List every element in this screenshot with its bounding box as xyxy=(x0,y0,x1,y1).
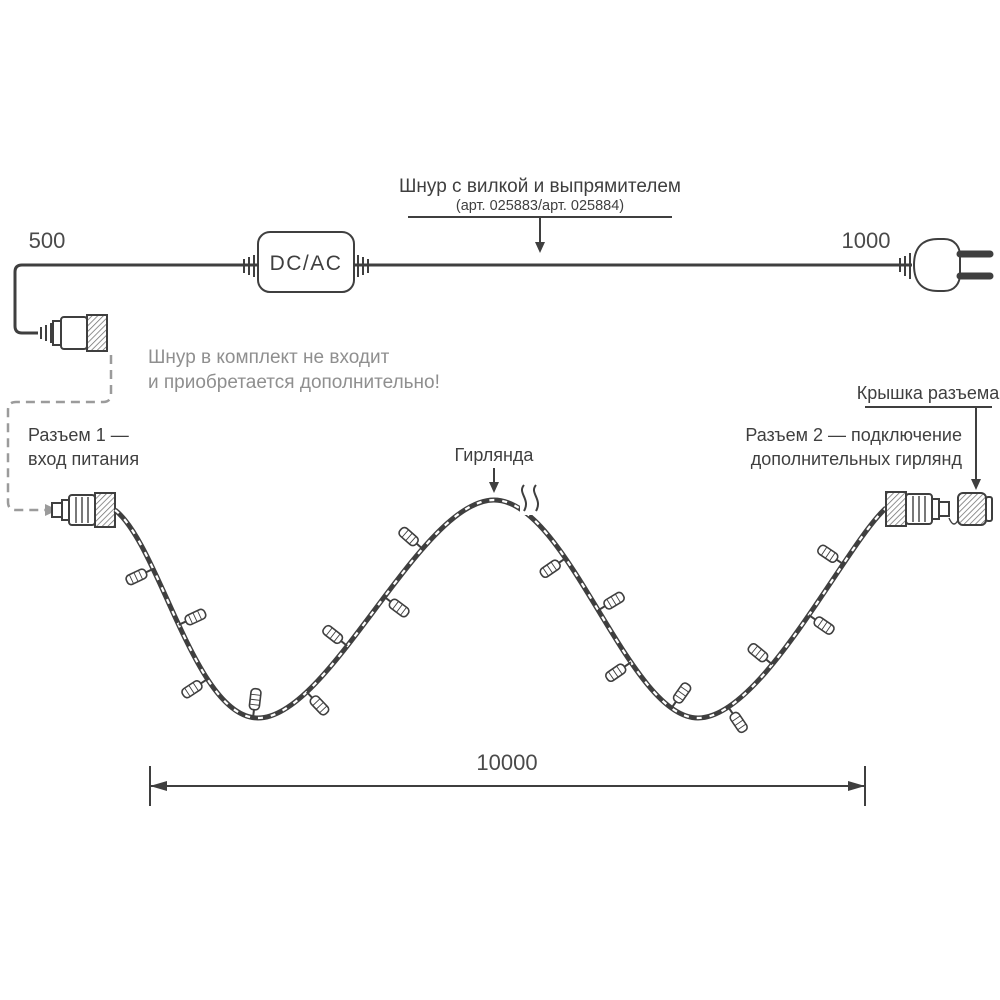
cable-twist-highlight xyxy=(114,498,887,720)
down-arrow-icon xyxy=(535,242,545,253)
cord-end-connector xyxy=(40,314,108,352)
left-arrow-icon xyxy=(150,781,167,791)
led-bulb xyxy=(398,526,424,550)
led-bulb xyxy=(808,614,835,635)
connector1-label-line2: вход питания xyxy=(28,449,139,469)
led-bulb xyxy=(605,661,632,683)
connector-1 xyxy=(51,492,116,528)
garland-cable xyxy=(113,497,888,721)
led-bulb xyxy=(597,591,625,612)
led-bulb xyxy=(248,687,262,718)
connector2-label-line2: дополнительных гирлянд xyxy=(751,449,963,469)
led-bulb xyxy=(539,557,567,579)
connector2-label-line1: Разъем 2 — подключение xyxy=(745,425,962,445)
cord-articles-label: (арт. 025883/арт. 025884) xyxy=(456,198,624,214)
dim-1000-label: 1000 xyxy=(842,228,891,253)
dimension-line-10000: 10000 xyxy=(149,750,866,806)
garland-wire xyxy=(113,497,888,721)
cord-title-label: Шнур с вилкой и выпрямителем xyxy=(399,176,681,197)
led-bulb xyxy=(727,706,748,734)
down-arrow-icon xyxy=(971,479,981,490)
cord-left-segment xyxy=(13,263,258,335)
dcac-label: DC/AC xyxy=(270,252,343,275)
right-arrow-icon xyxy=(848,781,865,791)
led-bulb xyxy=(817,544,844,565)
dim-10000-label: 10000 xyxy=(476,750,537,775)
led-bulb xyxy=(125,568,154,586)
led-bulb xyxy=(322,624,348,647)
dim-500-label: 500 xyxy=(29,228,66,253)
connector-2 xyxy=(885,491,960,527)
led-bulb xyxy=(178,608,207,626)
connector1-label-line1: Разъем 1 — xyxy=(28,425,129,445)
led-bulb xyxy=(305,691,330,716)
note-line1: Шнур в комплект не входит xyxy=(148,347,390,368)
cap-label: Крышка разъема xyxy=(857,383,1000,403)
garland-label: Гирлянда xyxy=(455,445,535,465)
cord-label-arrow: Шнур с вилкой и выпрямителем (арт. 02588… xyxy=(399,176,681,253)
led-bulb xyxy=(747,643,773,666)
down-arrow-icon xyxy=(489,482,499,493)
note-line2: и приобретается дополнительно! xyxy=(148,372,440,393)
wire-break-mark xyxy=(520,484,539,515)
led-bulb xyxy=(670,682,692,709)
cap-label-arrow: Крышка разъема xyxy=(857,383,1000,490)
garland-label-arrow: Гирлянда xyxy=(455,445,535,493)
led-bulb xyxy=(383,596,410,618)
dcac-converter-box: DC/AC xyxy=(243,231,369,293)
connector-cap xyxy=(957,492,993,526)
led-bulb xyxy=(181,678,208,699)
power-cord xyxy=(13,263,912,335)
power-plug xyxy=(899,238,994,292)
led-bulbs xyxy=(125,526,844,734)
